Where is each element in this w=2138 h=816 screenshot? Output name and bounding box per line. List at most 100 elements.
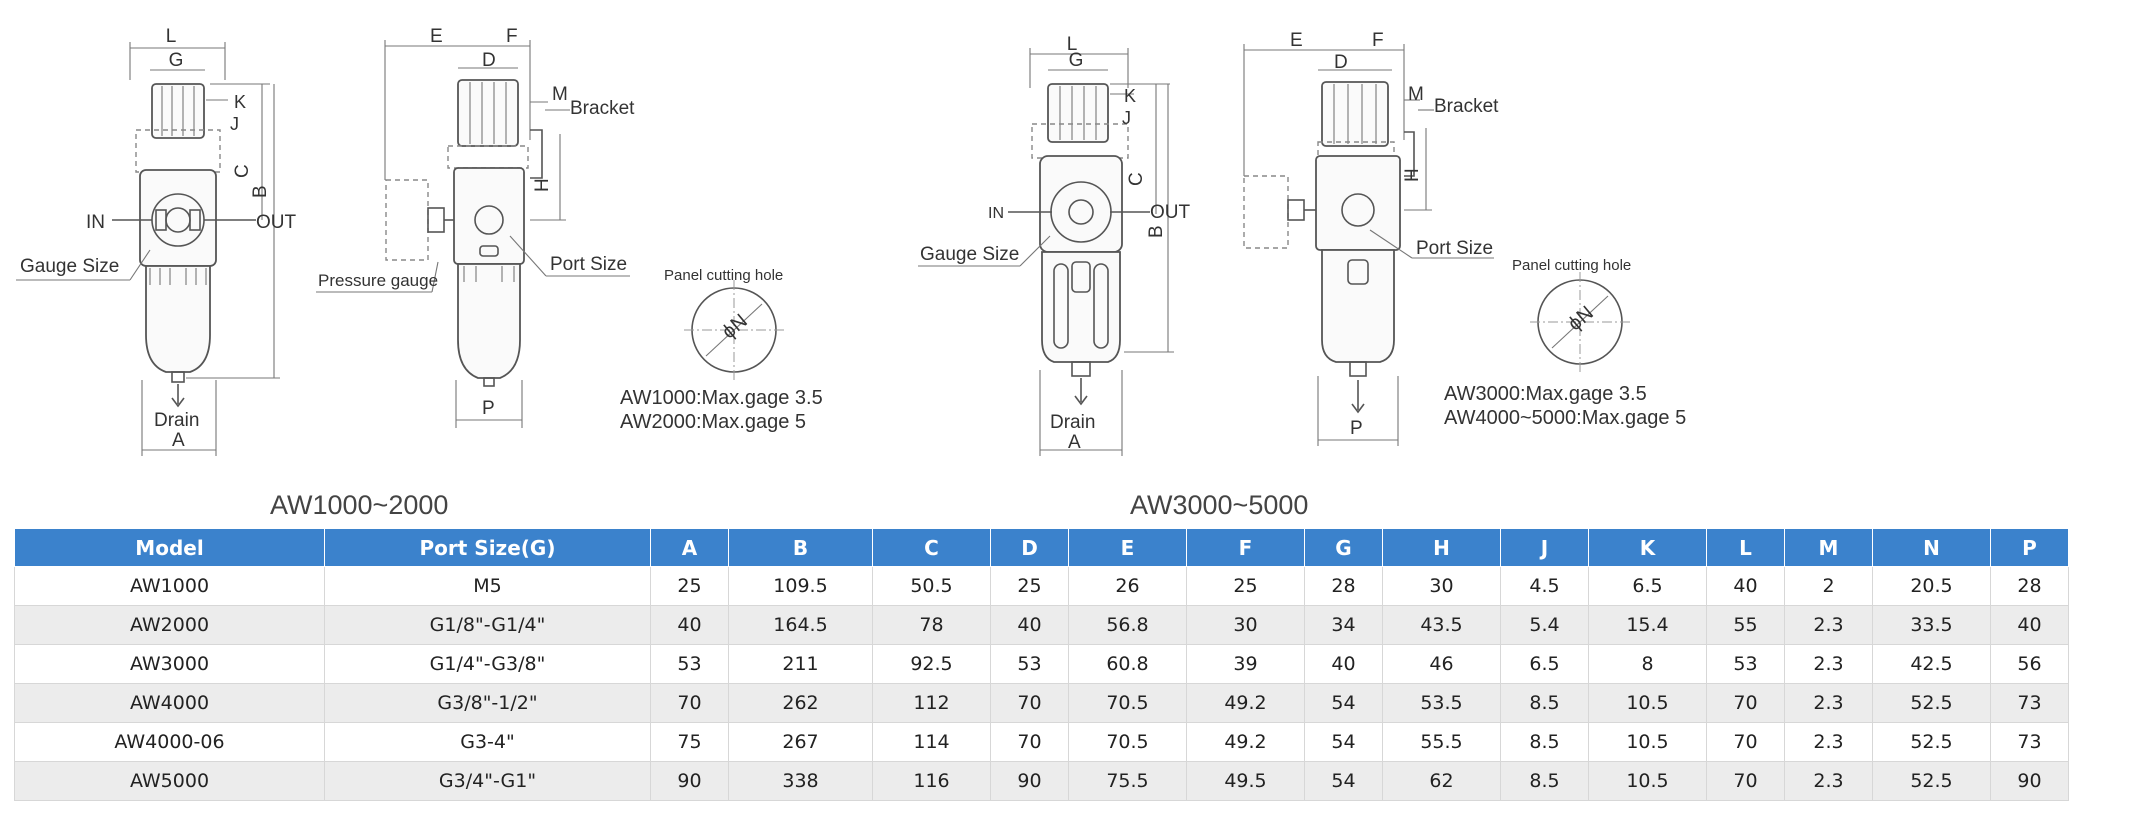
column-header: D [990, 528, 1069, 567]
table-cell: 53 [990, 644, 1069, 684]
column-header: C [872, 528, 991, 567]
table-cell: 54 [1304, 722, 1383, 762]
dim-label-D: D [482, 50, 496, 71]
table-cell: 46 [1382, 644, 1501, 684]
table-cell: 28 [1990, 566, 2069, 606]
table-cell: 73 [1990, 683, 2069, 723]
table-cell: 75.5 [1068, 761, 1187, 801]
table-cell: 114 [872, 722, 991, 762]
table-cell: 56 [1990, 644, 2069, 684]
table-cell: 55 [1706, 605, 1785, 645]
table-cell: 55.5 [1382, 722, 1501, 762]
column-header: B [728, 528, 873, 567]
table-cell: G1/8"-G1/4" [324, 605, 651, 645]
table-cell: AW4000-06 [14, 722, 325, 762]
dim-label-A: A [172, 430, 185, 451]
table-cell: 15.4 [1588, 605, 1707, 645]
dim-label-M: M [1408, 84, 1424, 105]
table-cell: 28 [1304, 566, 1383, 606]
table-cell: 53 [1706, 644, 1785, 684]
table-cell: G3-4" [324, 722, 651, 762]
table-cell: 75 [650, 722, 729, 762]
table-cell: 116 [872, 761, 991, 801]
pressure-gauge-label: Pressure gauge [318, 271, 438, 290]
drain-label: Drain [1050, 412, 1095, 433]
dim-label-P: P [482, 398, 495, 419]
table-cell: 338 [728, 761, 873, 801]
dim-label-J: J [1122, 108, 1131, 128]
table-cell: 53 [650, 644, 729, 684]
technical-drawing: L G K J C B IN OUT Gauge Siz [16, 26, 1686, 456]
table-cell: 2.3 [1784, 761, 1873, 801]
max-gage-note-1: AW1000:Max.gage 3.5 [620, 387, 823, 409]
port-out-label: OUT [1150, 202, 1191, 223]
dim-label-F: F [506, 26, 518, 47]
dim-label-K: K [1124, 86, 1136, 106]
table-cell: 54 [1304, 761, 1383, 801]
port-in-label: IN [988, 205, 1004, 222]
table-cell: 40 [650, 605, 729, 645]
column-header: J [1500, 528, 1589, 567]
dim-label-D: D [1334, 52, 1348, 73]
table-cell: 2 [1784, 566, 1873, 606]
max-gage-note-1: AW3000:Max.gage 3.5 [1444, 383, 1647, 405]
table-cell: 2.3 [1784, 722, 1873, 762]
column-header: Port Size(G) [324, 528, 651, 567]
table-cell: 70 [990, 722, 1069, 762]
table-cell: 34 [1304, 605, 1383, 645]
dim-label-H: H [532, 178, 553, 192]
dim-label-N: ϕN [718, 310, 752, 343]
panel-hole-label: Panel cutting hole [1512, 257, 1631, 274]
table-cell: 4.5 [1500, 566, 1589, 606]
left-side-view: E F D M Bracket H Pressure gauge [316, 26, 635, 428]
table-cell: 73 [1990, 722, 2069, 762]
table-cell: 30 [1382, 566, 1501, 606]
dim-label-P: P [1350, 418, 1363, 439]
table-cell: 52.5 [1872, 761, 1991, 801]
column-header: P [1990, 528, 2069, 567]
table-cell: 90 [990, 761, 1069, 801]
port-out-label: OUT [256, 212, 297, 233]
table-cell: 70.5 [1068, 722, 1187, 762]
port-in-label: IN [86, 212, 105, 233]
table-cell: 8 [1588, 644, 1707, 684]
table-cell: 262 [728, 683, 873, 723]
table-cell: AW4000 [14, 683, 325, 723]
table-cell: G3/8"-1/2" [324, 683, 651, 723]
table-cell: 42.5 [1872, 644, 1991, 684]
table-cell: 43.5 [1382, 605, 1501, 645]
gauge-size-label: Gauge Size [20, 256, 119, 277]
table-cell: 40 [1304, 644, 1383, 684]
table-cell: 20.5 [1872, 566, 1991, 606]
table-cell: 8.5 [1500, 722, 1589, 762]
dim-label-C: C [232, 164, 253, 178]
table-cell: 33.5 [1872, 605, 1991, 645]
table-cell: 70 [1706, 761, 1785, 801]
table-cell: 25 [650, 566, 729, 606]
table-cell: 5.4 [1500, 605, 1589, 645]
table-cell: 62 [1382, 761, 1501, 801]
table-cell: 40 [990, 605, 1069, 645]
table-cell: AW5000 [14, 761, 325, 801]
table-cell: 49.2 [1186, 683, 1305, 723]
table-cell: 92.5 [872, 644, 991, 684]
dim-label-G: G [1069, 50, 1084, 71]
column-header: F [1186, 528, 1305, 567]
dim-label-A: A [1068, 432, 1081, 453]
right-panel-hole: Panel cutting hole ϕN AW3000:Max.gage 3.… [1444, 257, 1686, 429]
series-title-right: AW3000~5000 [1130, 490, 1309, 520]
table-cell: 2.3 [1784, 683, 1873, 723]
table-cell: G3/4"-G1" [324, 761, 651, 801]
column-header: M [1784, 528, 1873, 567]
dim-label-M: M [552, 84, 568, 105]
table-cell: 56.8 [1068, 605, 1187, 645]
dim-label-G: G [169, 50, 184, 71]
column-header: Model [14, 528, 325, 567]
dim-label-B: B [250, 185, 271, 198]
table-cell: 2.3 [1784, 605, 1873, 645]
table-cell: 8.5 [1500, 761, 1589, 801]
